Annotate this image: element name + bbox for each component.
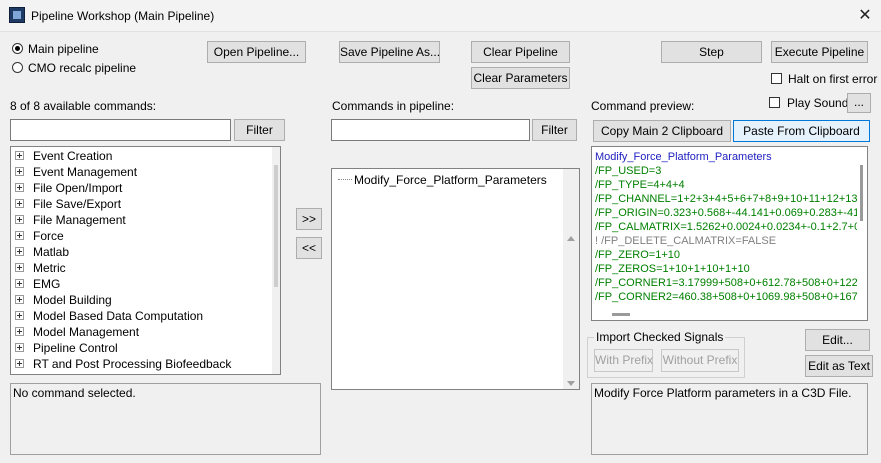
without-prefix-button[interactable]: Without Prefix [661,349,739,372]
play-sound-checkbox[interactable] [769,97,780,108]
main-pipeline-label: Main pipeline [28,42,99,56]
clear-pipeline-button[interactable]: Clear Pipeline [471,41,570,63]
preview-hscrollbar[interactable] [592,310,857,320]
expand-icon[interactable] [15,359,24,368]
edit-button[interactable]: Edit... [805,329,870,351]
scrollbar-thumb[interactable] [274,165,278,287]
available-filter-input[interactable] [10,119,231,141]
execute-pipeline-button[interactable]: Execute Pipeline [771,41,868,63]
preview-line: /FP_ZEROS=1+10+1+10+1+10 [595,263,750,275]
expand-icon[interactable] [15,199,24,208]
preview-line: /FP_ORIGIN=0.323+0.568+-44.141+0.069+0.2… [595,207,863,219]
scrollbar-thumb[interactable] [860,165,863,221]
available-commands-tree[interactable]: Event Creation Event Management File Ope… [10,146,281,375]
expand-icon[interactable] [15,151,24,160]
expand-icon[interactable] [15,247,24,256]
clear-parameters-button[interactable]: Clear Parameters [471,67,570,89]
preview-line: Modify_Force_Platform_Parameters [595,151,772,163]
expand-icon[interactable] [15,295,24,304]
remove-from-pipeline-button[interactable]: << [296,237,322,259]
preview-line: /FP_TYPE=4+4+4 [595,179,685,191]
edit-as-text-button[interactable]: Edit as Text [805,355,873,377]
save-pipeline-as-button[interactable]: Save Pipeline As... [339,41,440,63]
expand-icon[interactable] [15,343,24,352]
scroll-down-icon[interactable] [567,381,575,386]
preview-line: /FP_CORNER2=460.38+508+0+1069.98+508+0+1… [595,291,864,303]
copy-main2-clipboard-button[interactable]: Copy Main 2 Clipboard [593,120,731,142]
expand-icon[interactable] [15,263,24,272]
halt-on-first-error-checkbox[interactable] [771,73,782,84]
available-filter-button[interactable]: Filter [234,119,285,141]
scroll-up-icon[interactable] [567,236,575,241]
play-sound-label: Play Sound [787,96,849,110]
expand-icon[interactable] [15,327,24,336]
main-pipeline-radio[interactable] [12,43,23,54]
status-text: No command selected. [13,386,136,400]
halt-on-first-error-label: Halt on first error [788,72,878,86]
available-commands-scrollbar[interactable] [272,147,280,374]
expand-icon[interactable] [15,279,24,288]
app-icon [9,7,25,23]
preview-line: /FP_CORNER1=3.17999+508+0+612.78+508+0+1… [595,277,864,289]
scrollbar-thumb[interactable] [612,313,630,316]
paste-from-clipboard-button[interactable]: Paste From Clipboard [733,120,870,142]
import-checked-signals-label: Import Checked Signals [594,330,726,344]
pipeline-scrollbar[interactable] [563,169,579,389]
step-button[interactable]: Step [661,41,762,63]
status-text: Modify Force Platform parameters in a C3… [594,386,852,400]
command-preview-label: Command preview: [591,99,695,113]
with-prefix-button[interactable]: With Prefix [594,349,653,372]
preview-line: /FP_CHANNEL=1+2+3+4+5+6+7+8+9+10+11+12+1… [595,193,864,205]
expand-icon[interactable] [15,231,24,240]
tree-connector [338,179,352,180]
open-pipeline-button[interactable]: Open Pipeline... [207,41,306,63]
preview-line: ! /FP_DELETE_CALMATRIX=FALSE [595,235,777,247]
preview-line: /FP_ZERO=1+10 [595,249,680,261]
cmo-recalc-label: CMO recalc pipeline [28,61,137,75]
title-bar [0,0,881,32]
add-to-pipeline-button[interactable]: >> [296,208,322,230]
preview-line: /FP_CALMATRIX=1.5262+0.0024+0.0234+-0.1+… [595,221,861,233]
close-icon[interactable]: ✕ [858,7,872,24]
window-title: Pipeline Workshop (Main Pipeline) [31,9,215,23]
expand-icon[interactable] [15,215,24,224]
expand-icon[interactable] [15,311,24,320]
preview-vscrollbar[interactable] [857,147,867,307]
commands-in-pipeline-label: Commands in pipeline: [332,99,455,113]
pipeline-commands-list[interactable]: Modify_Force_Platform_Parameters [331,168,580,390]
command-description-right: Modify Force Platform parameters in a C3… [591,383,868,455]
command-description-left: No command selected. [10,383,321,455]
sound-browse-button[interactable]: ... [847,93,871,113]
available-commands-label: 8 of 8 available commands: [10,99,157,113]
preview-line: /FP_USED=3 [595,165,662,177]
expand-icon[interactable] [15,167,24,176]
expand-icon[interactable] [15,183,24,192]
cmo-recalc-radio[interactable] [12,62,23,73]
pipeline-filter-button[interactable]: Filter [532,119,577,141]
pipeline-filter-input[interactable] [331,119,530,141]
command-preview-panel[interactable]: Modify_Force_Platform_Parameters /FP_USE… [591,146,868,321]
